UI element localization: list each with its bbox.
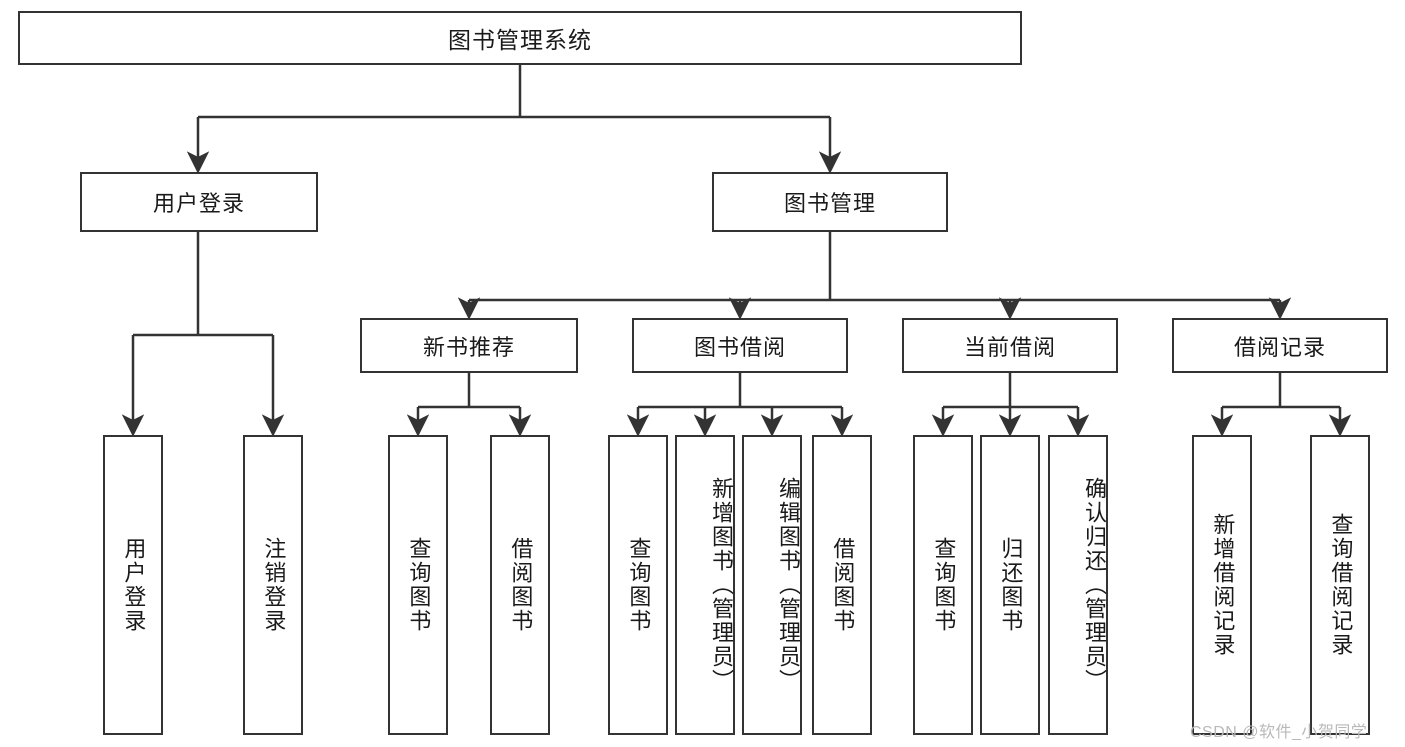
leaf-record-query[interactable]: 查询借阅记录 (1310, 435, 1370, 735)
csdn-watermark: CSDN @软件_小贺同学 (1190, 724, 1368, 741)
leaf-borrow-query-book[interactable]: 查询图书 (608, 435, 668, 735)
node-book-borrow[interactable]: 图书借阅 (632, 318, 848, 373)
node-user-login[interactable]: 用户登录 (80, 172, 318, 232)
leaf-new-book-query[interactable]: 查询图书 (388, 435, 448, 735)
leaf-user-login-logout[interactable]: 注销登录 (243, 435, 303, 735)
node-borrow-record[interactable]: 借阅记录 (1172, 318, 1388, 373)
node-root-system[interactable]: 图书管理系统 (18, 11, 1022, 65)
node-new-book-recommend[interactable]: 新书推荐 (360, 318, 578, 373)
node-current-borrow[interactable]: 当前借阅 (902, 318, 1118, 373)
leaf-user-login-login[interactable]: 用户登录 (103, 435, 163, 735)
leaf-borrow-edit-book[interactable]: 编辑图书（管理员） (742, 435, 802, 735)
leaf-new-book-borrow[interactable]: 借阅图书 (490, 435, 550, 735)
leaf-borrow-add-book[interactable]: 新增图书（管理员） (675, 435, 735, 735)
leaf-current-return-book[interactable]: 归还图书 (980, 435, 1040, 735)
leaf-current-confirm-return[interactable]: 确认归还（管理员） (1048, 435, 1108, 735)
leaf-current-query-book[interactable]: 查询图书 (913, 435, 973, 735)
leaf-borrow-borrow-book[interactable]: 借阅图书 (812, 435, 872, 735)
leaf-record-add[interactable]: 新增借阅记录 (1192, 435, 1252, 735)
node-book-management[interactable]: 图书管理 (712, 172, 948, 232)
